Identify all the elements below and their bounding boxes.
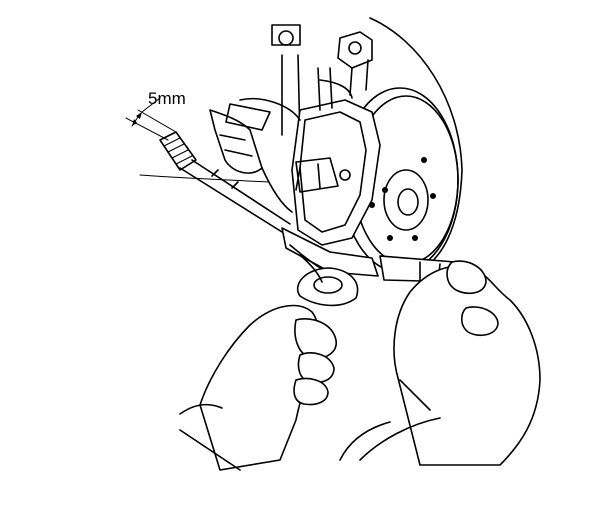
dimension-marker: [125, 97, 177, 141]
brake-pad-gauge: [159, 131, 291, 233]
right-hand: [339, 260, 541, 466]
dimension-label: 5mm: [148, 89, 186, 108]
vernier-gauge: [281, 227, 461, 307]
wheel-hub: [369, 157, 436, 241]
left-hand: [179, 304, 337, 471]
brake-hose: [317, 67, 353, 111]
brake-caliper: [209, 97, 381, 246]
